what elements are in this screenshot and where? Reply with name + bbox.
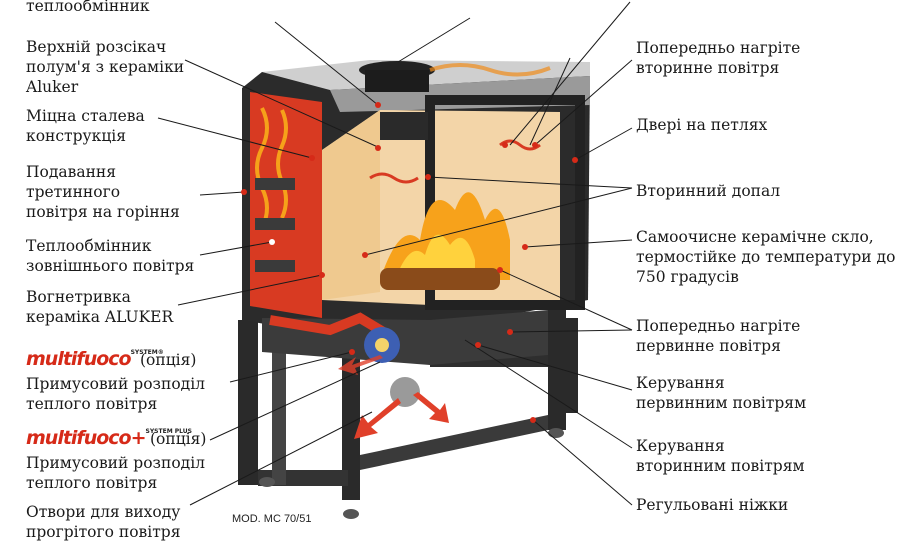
label-warm-air-outlets: Отвори для виходу прогрітого повітря xyxy=(26,503,181,541)
option-label-1: (опція) xyxy=(140,351,197,369)
label-adjustable-legs: Регульовані ніжки xyxy=(636,496,789,514)
label-steel-structure: Міцна сталева конструкція xyxy=(26,107,145,145)
label-secondary-air-control: Керування вторинним повітрям xyxy=(636,437,805,475)
leg-foot xyxy=(259,477,275,487)
label-forced-distribution-2: Примусовий розподіл теплого повітря xyxy=(26,454,205,492)
label-preheated-primary: Попередньо нагріте первинне повітря xyxy=(636,317,801,355)
model-caption: MOD. MC 70/51 xyxy=(232,513,312,525)
label-preheated-secondary: Попередньо нагріте вторинне повітря xyxy=(636,39,801,77)
label-external-air-exchanger: Теплообмінник зовнішнього повітря xyxy=(26,237,195,275)
multifuoco-plus-logo: multifuoco+SYSTEM PLUS xyxy=(26,427,192,449)
label-self-cleaning-glass: Самоочисне керамічне скло, термостійке д… xyxy=(636,228,896,286)
leg-foot xyxy=(343,509,359,519)
steel-frame xyxy=(238,300,578,519)
label-upper-deflector: Верхній розсікач полум'я з кераміки Aluk… xyxy=(26,38,185,96)
label-primary-air-control: Керування первинним повітрям xyxy=(636,374,807,412)
multifuoco-logo: multifuocoSYSTEM® xyxy=(26,348,164,370)
label-forced-distribution-1: Примусовий розподіл теплого повітря xyxy=(26,375,205,413)
label-heat-exchanger-top: теплообмінник xyxy=(26,0,150,15)
leader-lines xyxy=(157,1,633,506)
flames xyxy=(380,192,510,290)
label-hinged-door: Двері на петлях xyxy=(636,116,768,134)
glass-door xyxy=(425,95,585,310)
label-refractory-ceramic: Вогнетривка кераміка ALUKER xyxy=(26,288,174,326)
label-tertiary-air: Подавання третинного повітря на горіння xyxy=(26,163,180,221)
leg-foot xyxy=(548,428,564,438)
label-secondary-combustion: Вторинний допал xyxy=(636,182,781,200)
option-label-2: (опція) xyxy=(150,430,207,448)
